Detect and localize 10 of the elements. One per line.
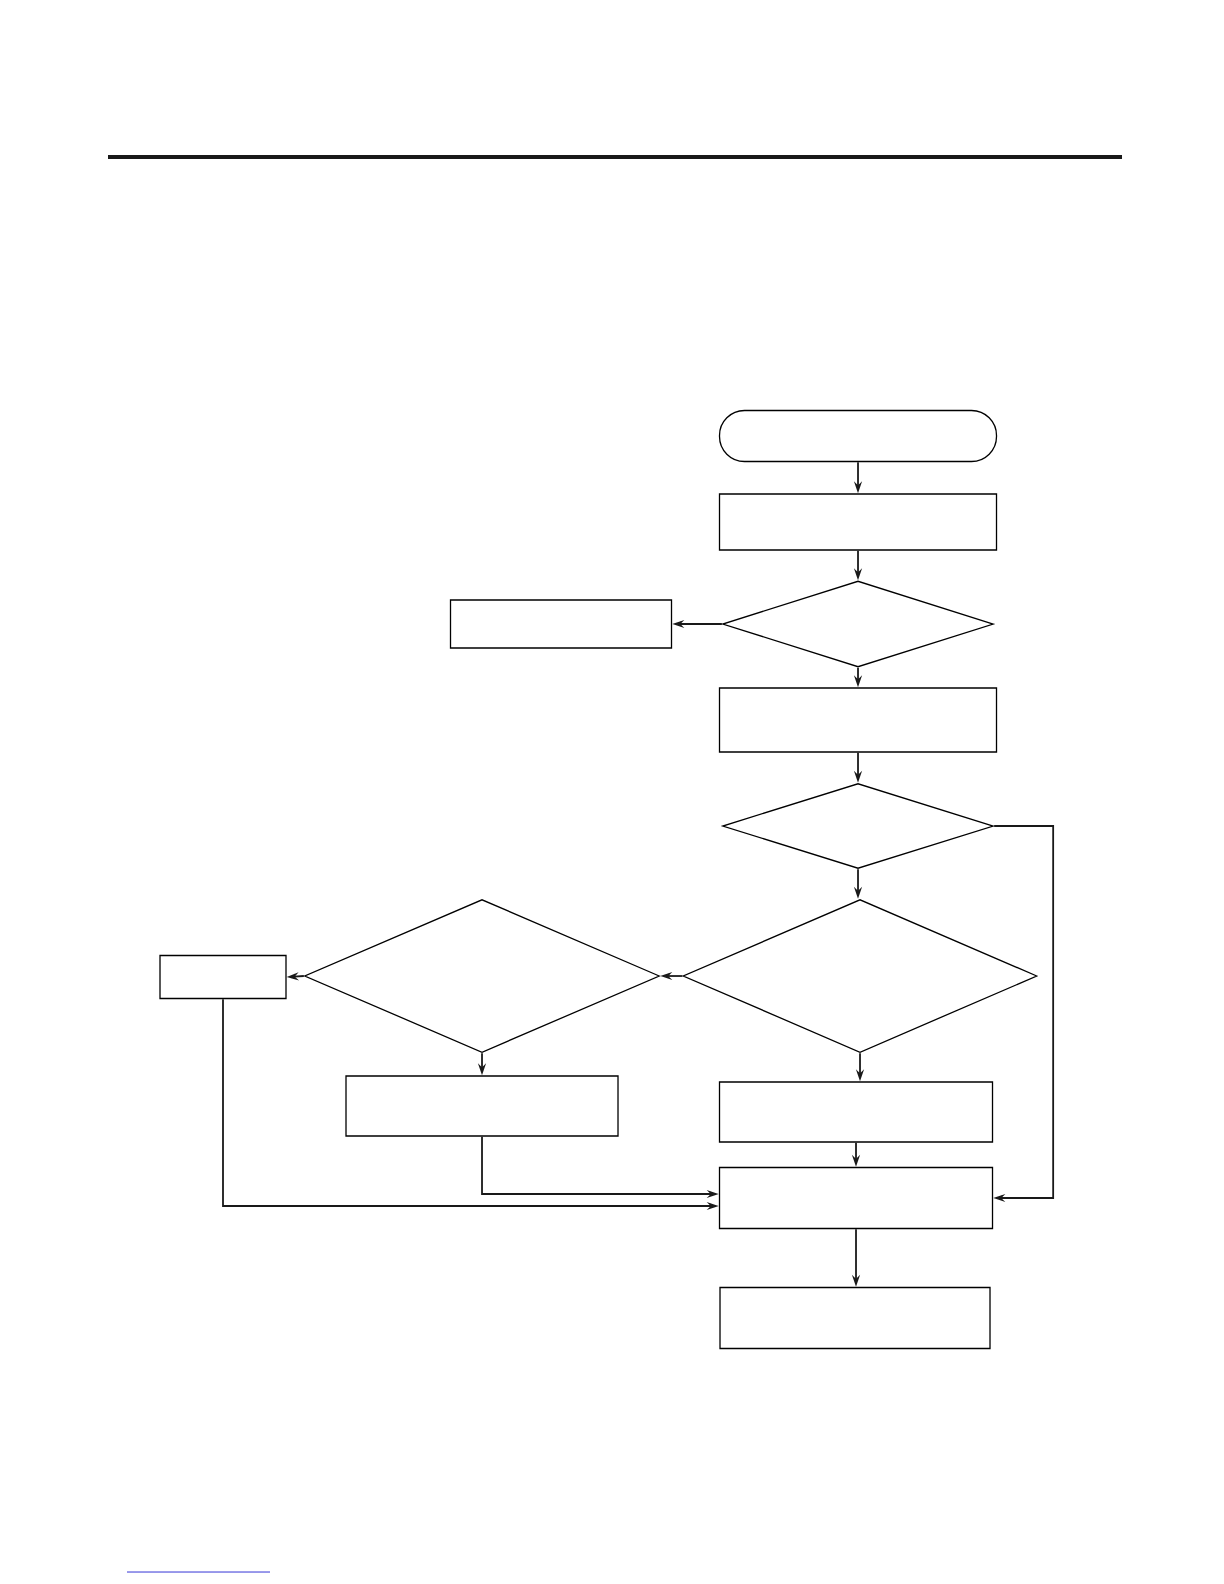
process-box <box>718 1081 994 1143</box>
process-box <box>159 954 287 1000</box>
process-box <box>345 1075 619 1137</box>
process-box <box>718 1166 994 1230</box>
process-box <box>719 1286 991 1350</box>
arrow <box>993 825 1055 1203</box>
start-terminal <box>718 409 998 463</box>
process-box <box>449 599 673 649</box>
process-box <box>718 687 998 753</box>
process-box <box>718 493 998 551</box>
